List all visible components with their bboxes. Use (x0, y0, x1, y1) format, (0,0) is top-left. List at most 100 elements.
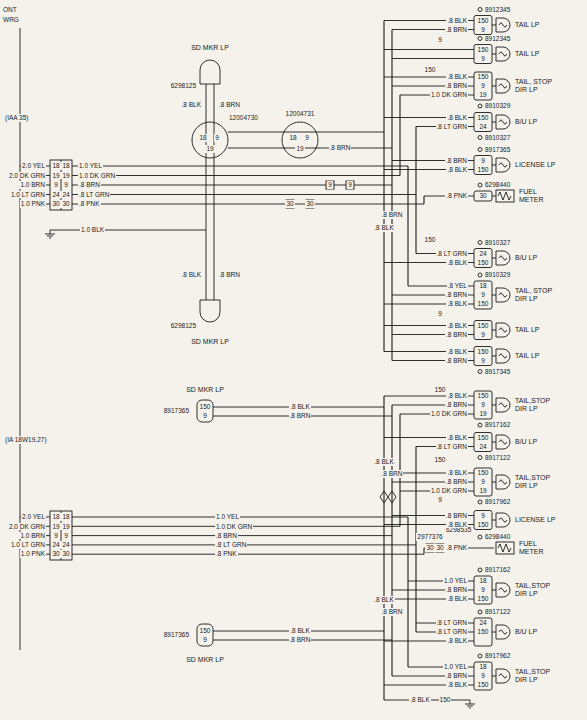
wire-label: 30 (51, 200, 60, 208)
wire-bus (423, 548, 424, 554)
wire-label: 30 (305, 200, 314, 208)
wire (492, 676, 496, 677)
lamp-label: TAIL,STOP DIR LP (514, 668, 560, 684)
wire-bus (407, 517, 408, 667)
wire-label: .8 BLK (446, 434, 468, 442)
wire-label: 8917345 (484, 368, 511, 376)
lamp-name: TAIL LP (514, 326, 541, 334)
wire-label: .8 BLK (180, 101, 202, 109)
lamp-name: TAIL LP (514, 352, 541, 360)
wire-label: 18 (61, 513, 70, 521)
part-number-mark (478, 241, 482, 245)
wire-label: 30 (51, 550, 60, 558)
lamp-label: B/U LP (514, 118, 538, 126)
part-number-mark (478, 8, 482, 12)
wire-label: 1.0 LT GRN (10, 191, 46, 199)
lamp-name: SD MKR LP (190, 338, 230, 346)
lamp-filament (499, 256, 507, 260)
wire-label: 150 (477, 469, 490, 477)
lamp-label: TAIL LP (514, 352, 541, 360)
wire-label: 9 (347, 181, 353, 189)
wire-label: .8 BLK (446, 521, 468, 529)
wire-label: 9 (202, 412, 208, 420)
wire (492, 165, 496, 166)
wire (384, 49, 474, 50)
wire (492, 86, 496, 87)
wire (492, 330, 496, 331)
wire-label: 19 (61, 172, 70, 180)
lamp-label: B/U LP (514, 628, 538, 636)
wire (492, 520, 496, 521)
ground-symbol (470, 700, 471, 704)
wire-label: 8912345 (484, 35, 511, 43)
wire-label: 150 (477, 259, 490, 267)
wire-label: 9 (480, 331, 486, 339)
wire-label: 24 (61, 191, 70, 199)
wire-label: .8 BRN (381, 608, 404, 616)
lamp-name: LICENSE LP (514, 516, 556, 524)
wire-label: 9 (437, 496, 443, 504)
wire-label: .8 BRN (218, 271, 241, 279)
wire-label: 150 (477, 521, 490, 529)
lamp-connector (474, 16, 492, 35)
wire-label: 1.0 BLK (80, 226, 105, 234)
wire-label: 9 (202, 636, 208, 644)
splice-connector (286, 200, 294, 208)
wire-label: 9 (480, 55, 486, 63)
lamp-filament (499, 588, 507, 592)
wire-bus (423, 196, 424, 204)
lamp-connector (474, 281, 492, 309)
wire-label: 9 (53, 181, 59, 189)
wire (72, 175, 400, 176)
wire-label: 1.0 PNK (20, 550, 46, 558)
wire-label: .8 BRN (445, 291, 468, 299)
wire-label: 30 (435, 544, 444, 552)
part-number-mark (478, 423, 482, 427)
wire-label: 30 (61, 550, 70, 558)
wire-label: .8 BRN (445, 82, 468, 90)
lamp-bulb (496, 669, 510, 683)
wire-label: 2.0 DK GRN (8, 172, 46, 180)
part-number-mark (478, 568, 482, 572)
wire-label: 24 (61, 541, 70, 549)
lamp-name: TAIL LP (514, 50, 541, 58)
lamp-bulb (496, 115, 510, 129)
wire-label: 8917365 (163, 631, 190, 639)
lamp-name: B/U LP (514, 438, 538, 446)
wire-label: 6298125 (170, 322, 197, 330)
side-marker-lamp (197, 624, 213, 646)
ground-symbol (45, 234, 55, 235)
wire-label: 18 (288, 134, 297, 142)
wire-label: 30 (425, 544, 434, 552)
part-number-mark (478, 456, 482, 460)
part-number-mark (478, 273, 482, 277)
wire-label: .8 BRN (445, 157, 468, 165)
wire-label: 150 (477, 300, 490, 308)
lamp-name: TAIL, STOP DIR LP (514, 287, 560, 303)
wire-label: .8 LT GRN (215, 541, 247, 549)
wire-label: 1.0 YEL (78, 162, 103, 170)
wire-label: .8 BRN (445, 331, 468, 339)
wire-label: .8 BRN (78, 181, 101, 189)
wire-label: .8 BLK (446, 392, 468, 400)
wire-label: 24 (478, 619, 487, 627)
wire-label: 9 (214, 134, 220, 142)
wire-label: .8 BLK (409, 696, 431, 704)
lamp-bulb (496, 79, 510, 93)
wire-label: 9 (480, 401, 486, 409)
ground-symbol (50, 230, 51, 234)
lamp-filament (499, 52, 507, 56)
wire-label: 8917962 (484, 498, 511, 506)
wire (492, 258, 496, 259)
wire-label: .8 LT GRN (78, 191, 110, 199)
wire (492, 442, 496, 443)
wire-label: .8 BRN (445, 401, 468, 409)
lamp-name: TAIL,STOP DIR LP (514, 668, 560, 684)
splice-connector (326, 181, 334, 189)
wire-label: 9 (480, 157, 486, 165)
lamp-bulb (496, 18, 510, 32)
wire-label: .8 PNK (445, 544, 468, 552)
lamp-connector (474, 45, 492, 64)
wire-label: 150 (477, 166, 490, 174)
lamp-bulb (496, 435, 510, 449)
